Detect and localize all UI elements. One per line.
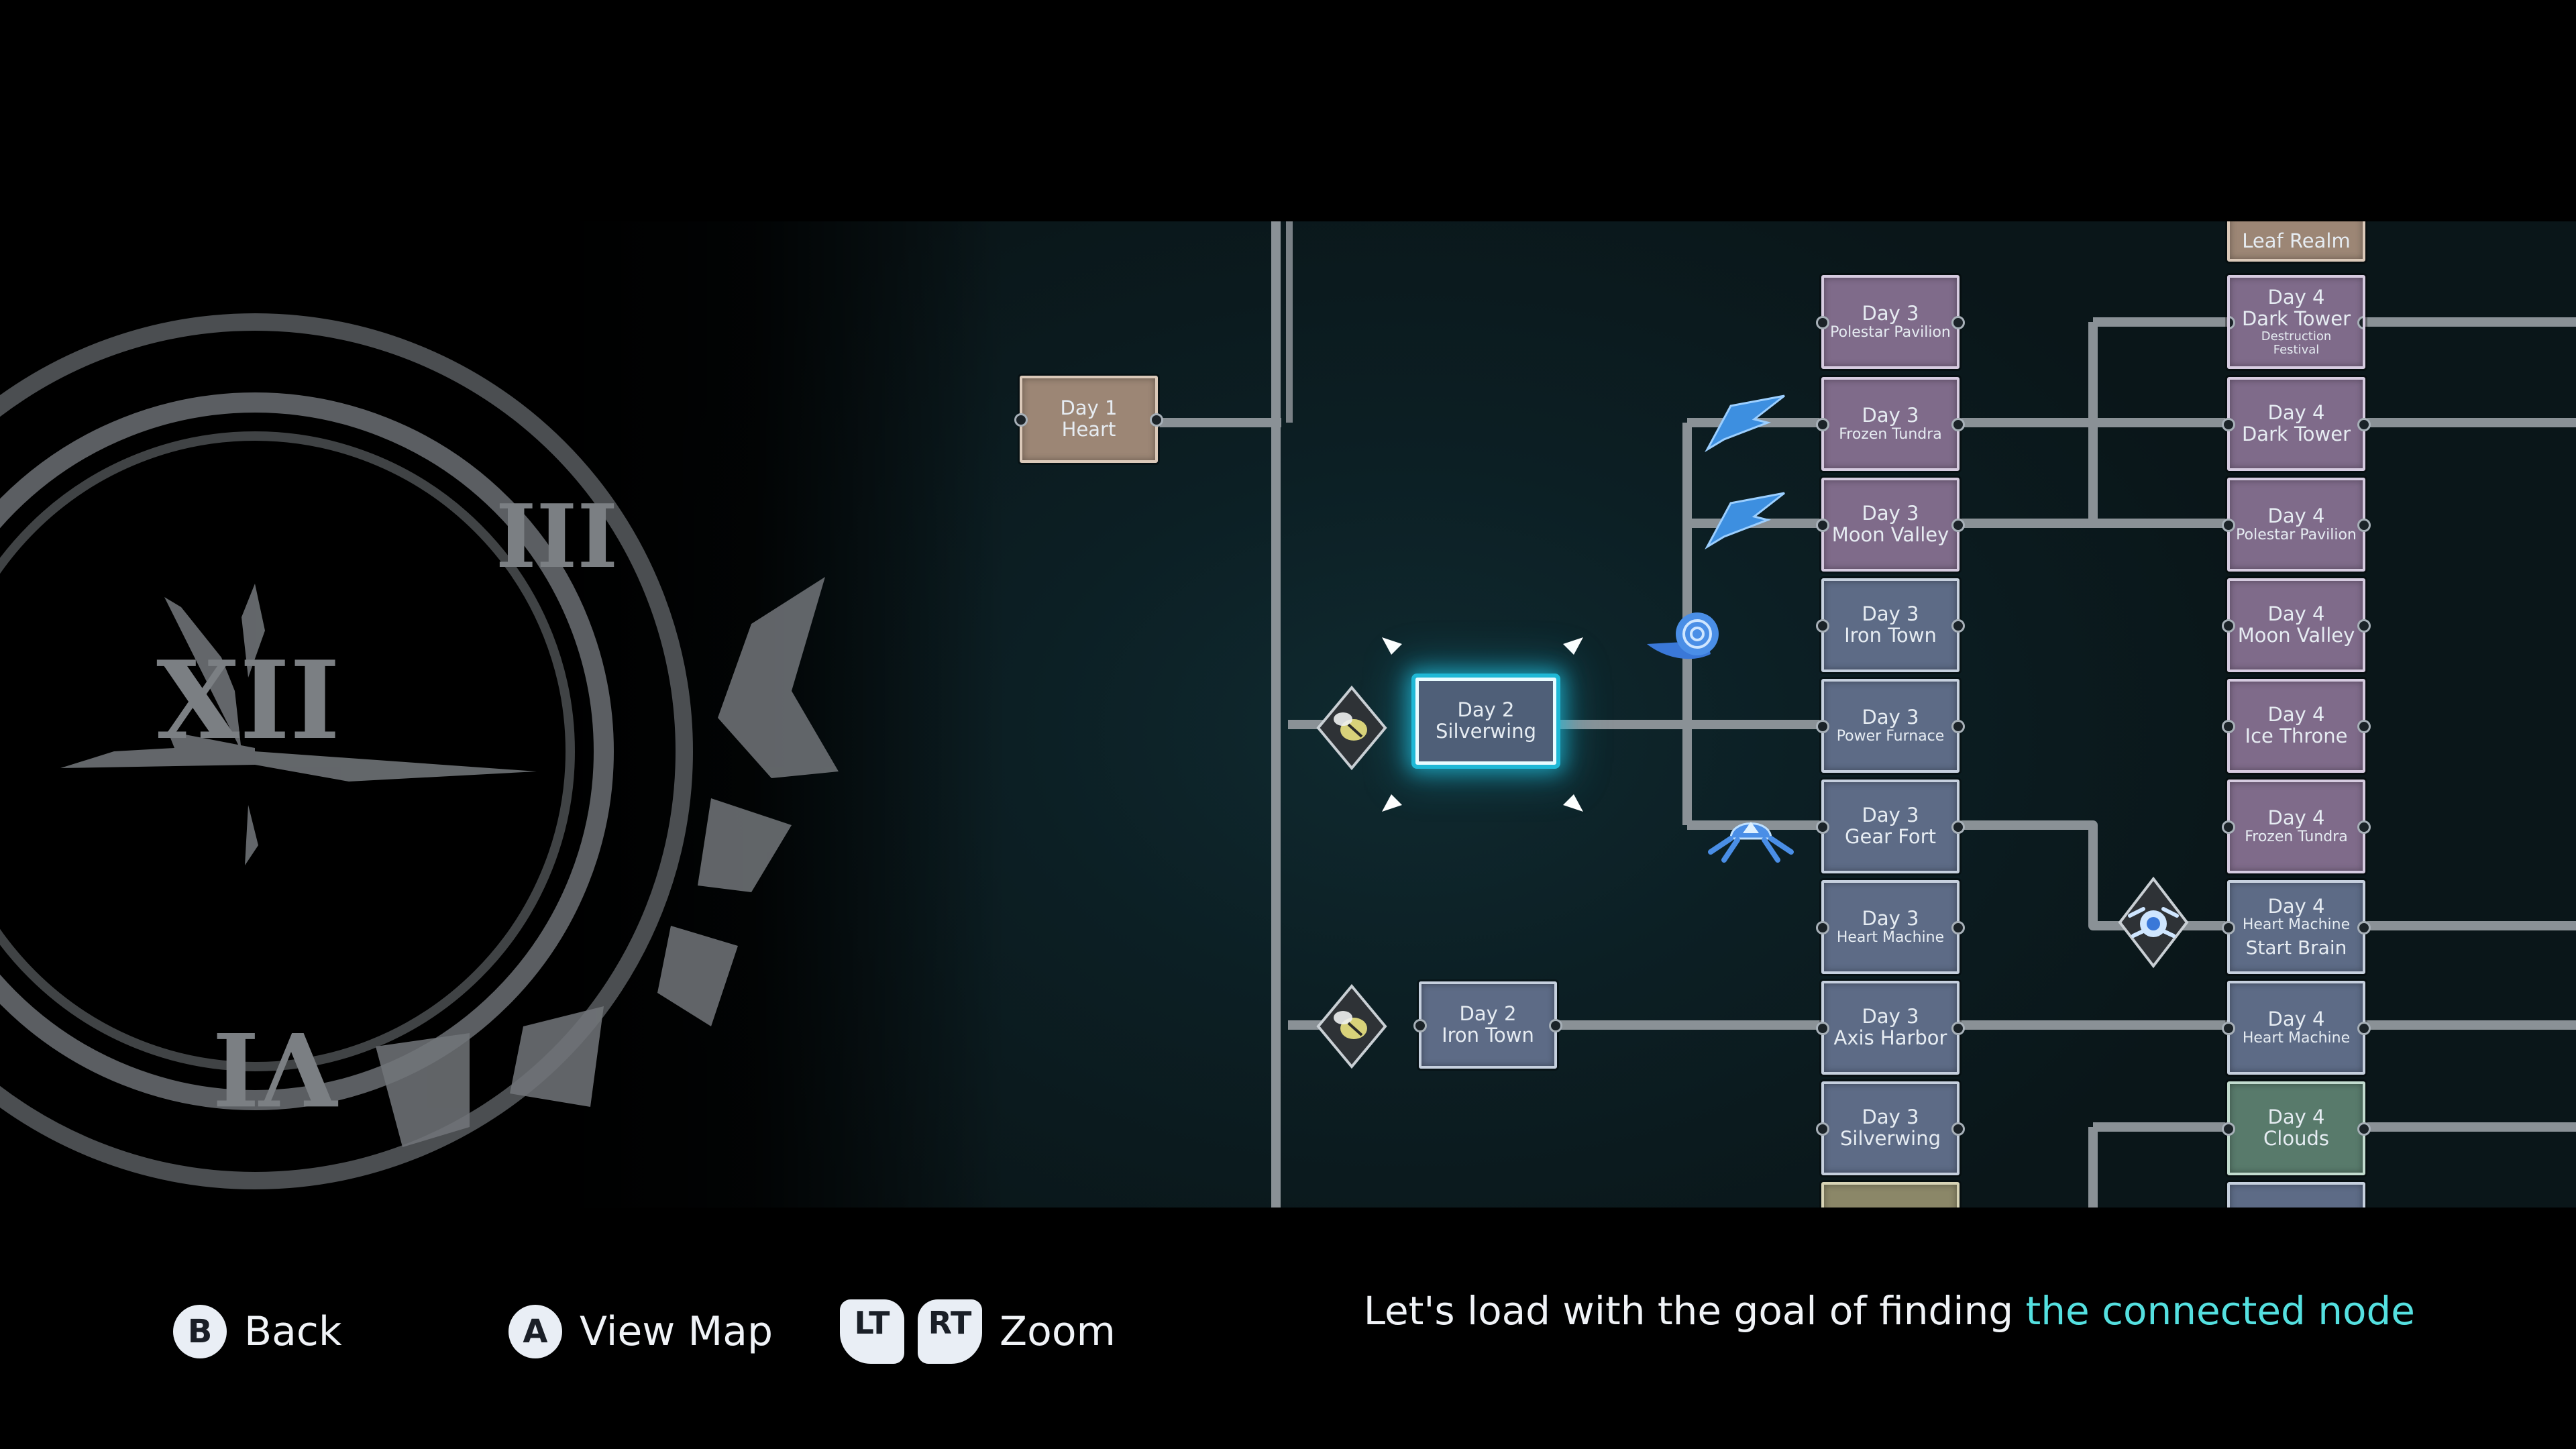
node-day3-moon-valley[interactable]: Day 3 Moon Valley (1816, 478, 1965, 572)
node-location-label: Dark Tower (2241, 307, 2351, 331)
node-day-label: Day 4 (2267, 1106, 2325, 1129)
node-day4-heart-machine[interactable]: Day 4 Heart Machine (2222, 981, 2371, 1075)
zoom-label: Zoom (1000, 1308, 1116, 1355)
node-day2-silverwing[interactable]: Day 2 Silverwing (1415, 678, 1556, 765)
node-day3-silverwing[interactable]: Day 3 Silverwing (1816, 1081, 1965, 1175)
blue-bird-icon (1704, 486, 1791, 553)
lt-trigger-icon[interactable]: LT (840, 1299, 904, 1364)
node-location-label: Iron Town (1442, 1024, 1534, 1046)
node-day3-power-furnace[interactable]: Day 3 Power Furnace (1816, 679, 1965, 773)
node-location-label: Ice Throne (2245, 724, 2348, 747)
node-location-label: Silverwing (1839, 1127, 1941, 1150)
node-location-label: Frozen Tundra (1839, 425, 1942, 443)
status-prefix: Let's load with the goal of finding (1363, 1288, 2026, 1334)
b-button-icon[interactable]: B (173, 1305, 227, 1358)
node-day-label: Day 4 (2267, 894, 2325, 918)
node-location-label: Heart Machine (1836, 928, 1945, 946)
blue-bird-icon (1704, 389, 1791, 456)
node-extra-label: Start Brain (2245, 936, 2347, 959)
node-day-label: Day 3 (1862, 403, 1919, 427)
node-day-label: Day 4 (2267, 806, 2325, 829)
node-day4-frozen-tundra[interactable]: Day 4 Frozen Tundra (2222, 780, 2371, 873)
node-location-label: Moon Valley (1831, 523, 1949, 546)
node-day-label: Day 3 (1862, 1005, 1919, 1028)
node-day-label: Day 4 (2267, 602, 2325, 626)
node-day3-polestar-pavilion[interactable]: Day 3 Polestar Pavilion (1816, 275, 1965, 369)
clock-panel: XII III VI (0, 221, 1006, 1208)
bee-badge-icon[interactable] (1315, 983, 1389, 1070)
node-day-label: Day 3 (1862, 301, 1919, 325)
status-message: Let's load with the goal of finding the … (1364, 1288, 2415, 1334)
snail-icon (1644, 597, 1724, 671)
timeline-connections (1157, 221, 2576, 1208)
node-day-label: Day 4 (2267, 286, 2325, 309)
view-map-hint[interactable]: A View Map (508, 1301, 773, 1362)
node-day3-gear-fort[interactable]: Day 3 Gear Fort (1816, 780, 1965, 873)
zoom-hint[interactable]: LT RT Zoom (840, 1299, 1116, 1364)
node-day-label: Day 3 (1862, 906, 1919, 930)
node-day3-heart-machine[interactable]: Day 3 Heart Machine (1816, 880, 1965, 974)
node-location-label: Heart (1061, 418, 1116, 441)
node-location-label: Moon Valley (2237, 624, 2355, 647)
clock-numeral-xii: XII (156, 637, 340, 763)
node-leaf-realm[interactable]: Leaf Realm (2227, 221, 2365, 262)
node-day-label: Day 3 (1862, 602, 1919, 626)
node-day-label: Day 4 (2267, 703, 2325, 727)
node-location-label: Leaf Realm (2242, 229, 2351, 253)
node-day-label: Day 3 (1862, 705, 1919, 729)
status-highlight: the connected node (2025, 1288, 2415, 1334)
node-day1-heart[interactable]: Day 1 Heart (1014, 376, 1163, 463)
node-day-label: Day 2 (1459, 1002, 1517, 1026)
bee-badge-icon[interactable] (1315, 684, 1389, 771)
node-day4-dark-tower-destruction-festival[interactable]: Day 4 Dark Tower Destruction Festival (2227, 275, 2365, 369)
node-location-label: Axis Harbor (1833, 1026, 1947, 1049)
node-day3-partial[interactable] (1821, 1182, 1960, 1208)
node-day4-polestar-pavilion[interactable]: Day 4 Polestar Pavilion (2222, 478, 2371, 572)
clock-numeral-vi: VI (213, 1009, 339, 1127)
node-day3-axis-harbor[interactable]: Day 3 Axis Harbor (1816, 981, 1965, 1075)
node-location-label: Gear Fort (1845, 825, 1936, 848)
gear-bird-badge-icon[interactable] (2116, 875, 2190, 969)
timeline-viewport[interactable]: XII III VI Day 1 Heart Day 2 Silverwing … (0, 221, 2576, 1208)
clock-numeral-iii: III (496, 485, 618, 588)
node-location-label: Clouds (2263, 1127, 2329, 1150)
view-map-label: View Map (580, 1308, 773, 1355)
node-location-label: Dark Tower (2241, 423, 2351, 445)
node-location-label: Polestar Pavilion (2236, 526, 2357, 543)
node-day-label: Day 3 (1862, 804, 1919, 827)
node-location-label: Silverwing (1435, 720, 1536, 743)
node-day-label: Day 2 (1457, 698, 1515, 722)
node-location-label: Heart Machine (2242, 1029, 2351, 1046)
node-location-label: Iron Town (1844, 624, 1937, 647)
node-location-label: Frozen Tundra (2245, 828, 2348, 845)
node-day-label: Day 4 (2267, 504, 2325, 527)
node-location-label: Heart Machine (2242, 916, 2351, 934)
node-day4-moon-valley[interactable]: Day 4 Moon Valley (2222, 578, 2371, 672)
node-day-label: Day 3 (1862, 1106, 1919, 1129)
node-day4-partial[interactable] (2227, 1182, 2365, 1208)
node-extra-label: Destruction Festival (2261, 329, 2332, 357)
rt-trigger-icon[interactable]: RT (918, 1299, 982, 1364)
node-day3-iron-town[interactable]: Day 3 Iron Town (1816, 578, 1965, 672)
node-day-label: Day 4 (2267, 401, 2325, 425)
controls-bar: B Back A View Map LT RT Zoom (0, 1208, 2576, 1449)
back-label: Back (244, 1308, 342, 1355)
crab-robot-icon (1704, 798, 1798, 865)
node-day-label: Day 4 (2267, 1007, 2325, 1030)
node-day-label: Day 3 (1862, 502, 1919, 525)
selection-corner-markers (1375, 631, 1590, 818)
node-location-label: Power Furnace (1836, 727, 1945, 745)
node-day-label: Day 1 (1060, 396, 1118, 420)
a-button-icon[interactable]: A (508, 1305, 562, 1358)
node-day4-heart-machine-start-brain[interactable]: Day 4 Heart Machine Start Brain (2222, 880, 2371, 974)
node-day4-clouds[interactable]: Day 4 Clouds (2222, 1081, 2371, 1175)
node-day4-dark-tower[interactable]: Day 4 Dark Tower (2222, 377, 2371, 471)
back-hint[interactable]: B Back (173, 1301, 342, 1362)
node-location-label: Polestar Pavilion (1830, 323, 1951, 341)
node-day2-iron-town[interactable]: Day 2 Iron Town (1413, 981, 1562, 1069)
clock-icon: XII III VI (0, 313, 839, 1189)
node-day4-ice-throne[interactable]: Day 4 Ice Throne (2222, 679, 2371, 773)
node-day3-frozen-tundra[interactable]: Day 3 Frozen Tundra (1816, 377, 1965, 471)
